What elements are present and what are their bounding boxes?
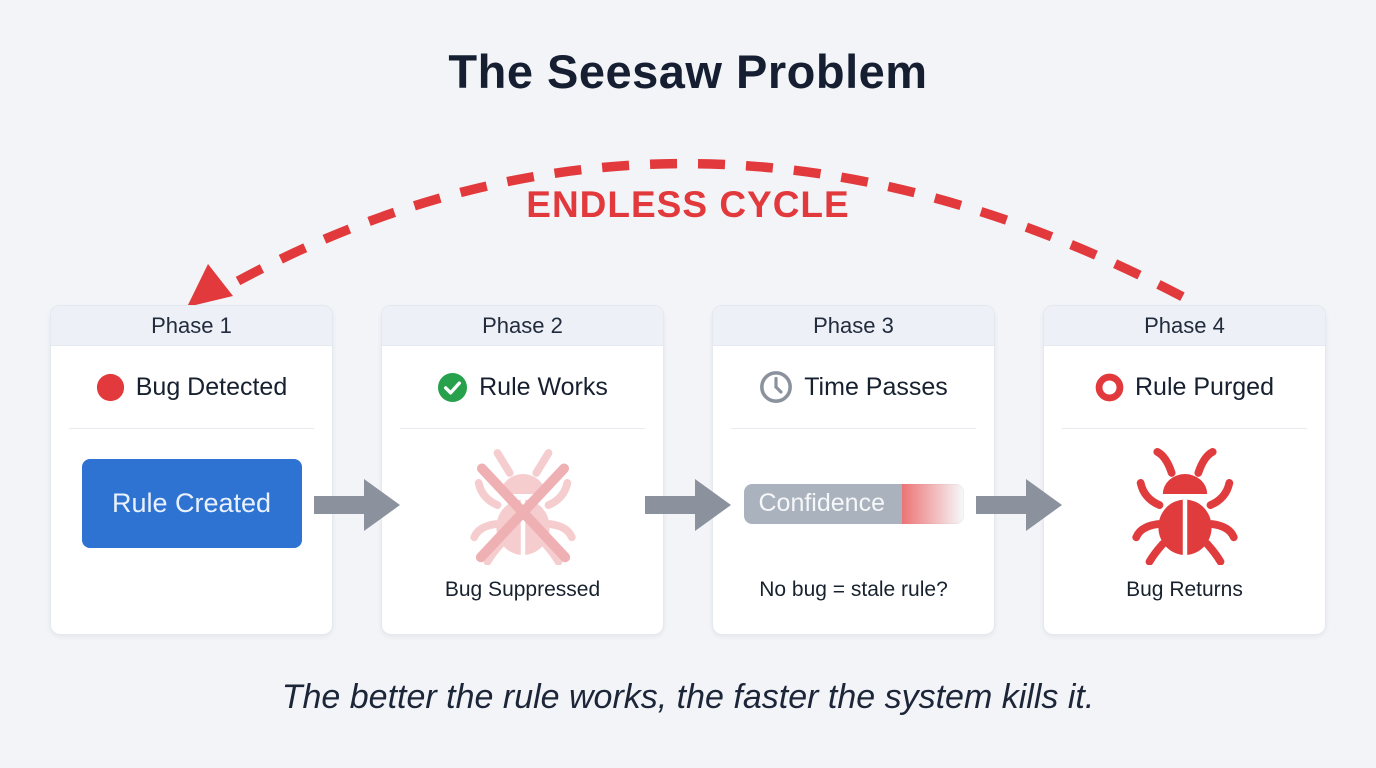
phase-3-caption: No bug = stale rule? xyxy=(759,578,948,601)
phase-cards-row: Phase 1 Bug Detected Rule Created Phase … xyxy=(50,305,1326,635)
phase-2-card: Phase 2 Rule Works xyxy=(381,305,664,635)
divider xyxy=(400,428,645,429)
confidence-bar-label: Confidence xyxy=(758,489,885,517)
phase-1-caption xyxy=(51,578,332,634)
phase-3-status-label: Time Passes xyxy=(804,372,948,401)
phase-2-status-label: Rule Works xyxy=(479,372,608,401)
right-arrow-icon xyxy=(976,479,1062,531)
phase-3-header: Phase 3 xyxy=(713,306,994,346)
right-arrow-icon xyxy=(314,479,400,531)
phase-3-content: Confidence xyxy=(713,429,994,578)
clock-icon xyxy=(759,370,793,404)
phase-2-caption: Bug Suppressed xyxy=(444,578,601,601)
confidence-bar-fill: Confidence xyxy=(743,483,902,524)
phase-4-caption: Bug Returns xyxy=(1126,578,1243,601)
phase-4-status-label: Rule Purged xyxy=(1135,372,1274,401)
divider xyxy=(1062,428,1307,429)
red-ring-icon xyxy=(1095,373,1124,402)
green-check-icon xyxy=(437,372,468,403)
confidence-bar: Confidence xyxy=(743,483,964,524)
phase-1-status: Bug Detected xyxy=(51,346,332,428)
confidence-bar-decay xyxy=(901,483,964,524)
phase-4-content xyxy=(1044,429,1325,578)
right-arrow-icon xyxy=(645,479,731,531)
phase-1-content: Rule Created xyxy=(51,429,332,578)
cycle-arrowhead-icon xyxy=(187,264,233,307)
suppressed-bug-icon xyxy=(469,448,576,565)
phase-4-header: Phase 4 xyxy=(1044,306,1325,346)
phase-3-card: Phase 3 Time Passes Confidence xyxy=(712,305,995,635)
phase-2-status: Rule Works xyxy=(382,346,663,428)
phase-2-header: Phase 2 xyxy=(382,306,663,346)
phase-4-card: Phase 4 Rule Purged xyxy=(1043,305,1326,635)
cycle-label: ENDLESS CYCLE xyxy=(526,184,850,225)
rule-created-button[interactable]: Rule Created xyxy=(81,459,302,548)
page-title: The Seesaw Problem xyxy=(448,45,928,98)
phase-4-status: Rule Purged xyxy=(1044,346,1325,428)
phase-1-status-label: Bug Detected xyxy=(135,372,288,401)
footer-caption: The better the rule works, the faster th… xyxy=(281,678,1095,716)
phase-3-status: Time Passes xyxy=(713,346,994,428)
red-bug-icon xyxy=(1131,447,1238,565)
phase-2-content xyxy=(382,429,663,578)
arrow-gap-1 xyxy=(314,305,400,635)
divider xyxy=(69,428,314,429)
arrow-gap-2 xyxy=(645,305,731,635)
phase-1-card: Phase 1 Bug Detected Rule Created xyxy=(50,305,333,635)
red-dot-icon xyxy=(96,373,125,402)
arrow-gap-3 xyxy=(976,305,1062,635)
divider xyxy=(731,428,976,429)
phase-1-header: Phase 1 xyxy=(51,306,332,346)
